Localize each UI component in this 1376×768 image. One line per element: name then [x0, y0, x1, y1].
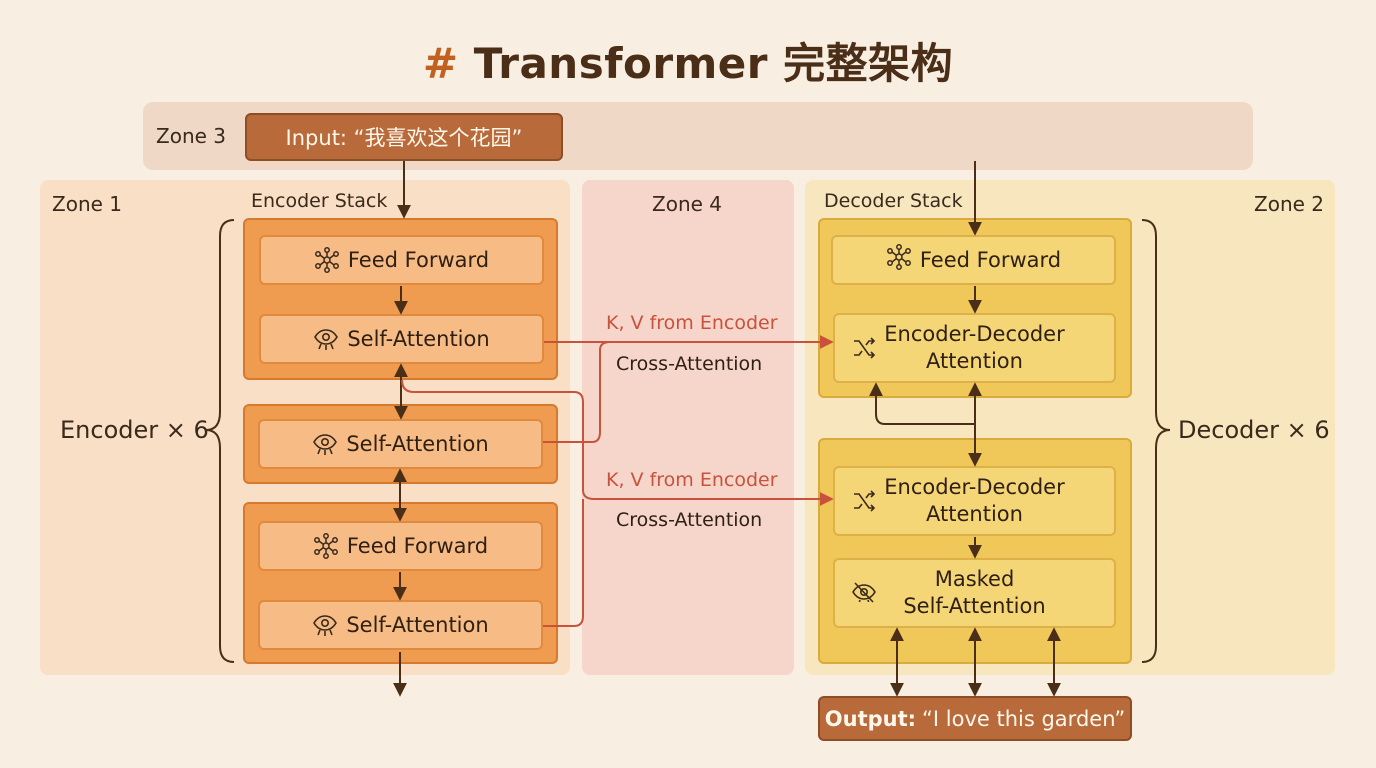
- decoder-2-masked-line2: Self-Attention: [903, 594, 1046, 618]
- shuffle-icon: [851, 335, 877, 361]
- title-hash: #: [422, 39, 459, 88]
- eye-icon: [312, 612, 338, 638]
- decoder-2-masked-line1: Masked: [934, 567, 1015, 591]
- input-box: Input: “我喜欢这个花园”: [245, 113, 563, 161]
- encoder-3-self-attention-label: Self-Attention: [346, 613, 489, 637]
- encoder-1-self-attention: Self-Attention: [259, 314, 544, 364]
- decoder-brace: [1141, 219, 1171, 663]
- cross-attention-label-2: Cross-Attention: [616, 509, 763, 531]
- kv-label-1: K, V from Encoder: [606, 312, 778, 334]
- decoder-1-feed-forward-label: Feed Forward: [919, 247, 1062, 272]
- network-icon: [314, 247, 340, 273]
- network-icon: [313, 533, 339, 559]
- encoder-stack-label: Encoder Stack: [251, 190, 388, 212]
- encoder-3-self-attention: Self-Attention: [258, 600, 543, 650]
- cross-attention-label-1: Cross-Attention: [616, 353, 763, 375]
- encoder-3-feed-forward: Feed Forward: [258, 521, 543, 571]
- zone-4: [582, 180, 794, 675]
- cross-arrow-2: [401, 379, 834, 506]
- output-label: Output:: [824, 706, 917, 731]
- zone-3-label: Zone 3: [156, 124, 226, 148]
- decoder-1-encoder-decoder-attention: Encoder-Decoder Attention: [833, 313, 1116, 383]
- encoder-1-feed-forward: Feed Forward: [259, 235, 544, 285]
- encoder-1-feed-forward-label: Feed Forward: [347, 248, 490, 272]
- eye-icon: [313, 326, 339, 352]
- title-text: Transformer 完整架构: [473, 39, 954, 88]
- encoder-brace: [205, 219, 235, 663]
- eye-icon: [312, 431, 338, 457]
- encoder-2-self-attention: Self-Attention: [258, 419, 543, 469]
- zone-4-label: Zone 4: [652, 192, 722, 216]
- decoder-2-masked-self-attention: Masked Self-Attention: [833, 558, 1116, 628]
- output-text: “I love this garden”: [922, 706, 1126, 731]
- encoder-2-self-attention-label: Self-Attention: [346, 432, 489, 456]
- output-box: Output: “I love this garden”: [818, 696, 1132, 741]
- cross-arrow-1-branch: [543, 341, 611, 443]
- zone-2-label: Zone 2: [1254, 192, 1324, 216]
- encoder-3-feed-forward-label: Feed Forward: [346, 534, 489, 558]
- zone-1-label: Zone 1: [52, 192, 122, 216]
- eye-off-icon: [851, 580, 877, 606]
- shuffle-icon: [851, 488, 877, 514]
- decoder-1-attention-line1: Encoder-Decoder: [884, 322, 1065, 346]
- page-title: # Transformer 完整架构: [0, 30, 1376, 91]
- decoder-2-attention-line1: Encoder-Decoder: [884, 475, 1065, 499]
- input-text: Input: “我喜欢这个花园”: [285, 126, 523, 150]
- cross-arrow-2-branch: [543, 499, 584, 627]
- decoder-2-attention-line2: Attention: [926, 502, 1023, 526]
- network-icon: [886, 243, 912, 277]
- decoder-1-feed-forward: Feed Forward: [831, 235, 1116, 285]
- dec-loop-arrow: [869, 382, 975, 425]
- decoder-stack-label: Decoder Stack: [824, 190, 963, 212]
- kv-label-2: K, V from Encoder: [606, 469, 778, 491]
- encoder-repeat-label: Encoder × 6: [60, 416, 209, 444]
- decoder-repeat-label: Decoder × 6: [1178, 416, 1330, 444]
- decoder-2-encoder-decoder-attention: Encoder-Decoder Attention: [833, 466, 1116, 536]
- encoder-1-self-attention-label: Self-Attention: [347, 327, 490, 351]
- decoder-1-attention-line2: Attention: [926, 349, 1023, 373]
